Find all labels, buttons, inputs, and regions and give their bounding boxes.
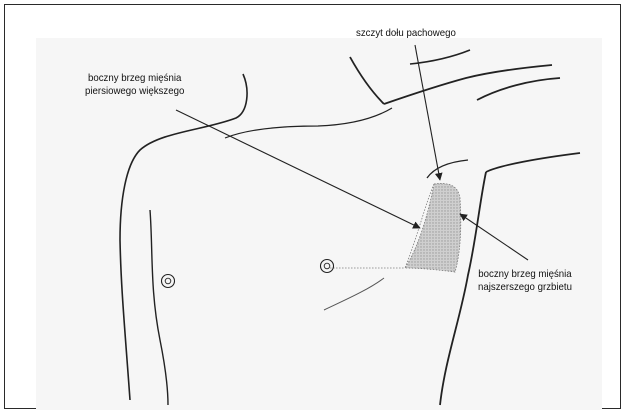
label-pectoralis-line2: piersiowego większego (85, 85, 184, 98)
label-pectoralis-major-border: boczny brzeg mięśnia piersiowego większe… (85, 72, 184, 98)
label-apex-axilla: szczyt dołu pachowego (356, 27, 456, 40)
latissimus-leader-arrow (460, 214, 528, 260)
shoulder-top-line (384, 65, 552, 104)
label-latissimus-line2: najszerszego grzbietu (478, 281, 572, 294)
neck-line (350, 57, 384, 104)
arm-outline (486, 153, 580, 172)
label-latissimus-line1: boczny brzeg mięśnia (478, 268, 572, 281)
label-latissimus-dorsi-border: boczny brzeg mięśnia najszerszego grzbie… (478, 268, 572, 294)
breast-lower-curve (324, 278, 384, 310)
apex-leader-arrow (415, 45, 440, 180)
back-shoulder-line (410, 50, 470, 64)
label-apex-text: szczyt dołu pachowego (356, 27, 456, 40)
shaded-axilla-region (405, 184, 461, 272)
label-pectoralis-line1: boczny brzeg mięśnia (85, 72, 184, 85)
right-upper-arm-line (477, 78, 560, 100)
axilla-fold-line (427, 160, 468, 178)
torso-left-outline (120, 74, 247, 400)
clavicle-line (225, 108, 392, 138)
left-arm-inner-line (150, 210, 168, 405)
left-nipple (162, 275, 175, 288)
right-nipple (321, 260, 334, 273)
pectoralis-leader-arrow (176, 110, 420, 228)
